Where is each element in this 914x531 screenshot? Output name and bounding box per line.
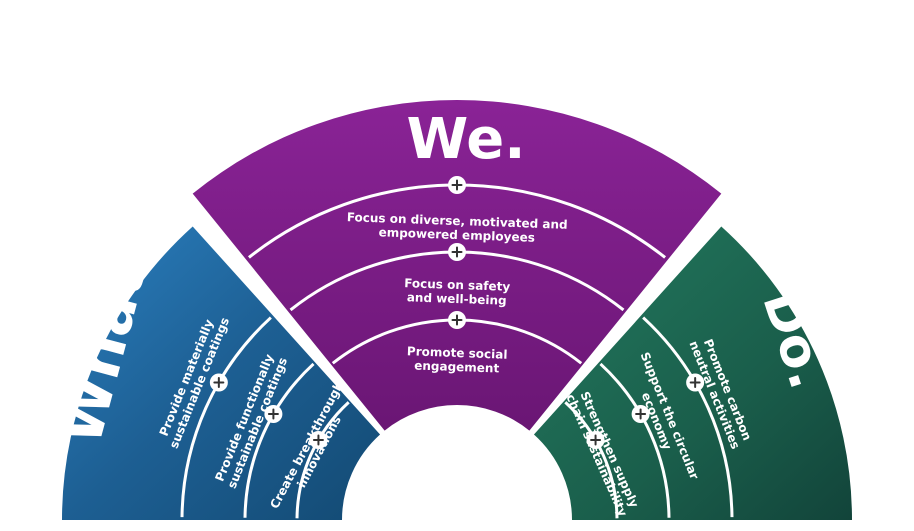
plus-circle-icon[interactable] — [264, 405, 283, 423]
we-item-1-line2: empowered employees — [378, 225, 535, 244]
plus-circle-icon[interactable] — [631, 405, 650, 423]
plus-circle-icon[interactable] — [448, 176, 466, 194]
we-item-3-line1: Promote social — [407, 344, 508, 362]
sector-layer — [62, 99, 852, 520]
plus-circle-icon[interactable] — [586, 431, 605, 449]
what-arc-1 — [180, 316, 272, 518]
do-arc-1 — [642, 316, 734, 518]
what-arc-3 — [295, 401, 350, 519]
we-item-3: Promote social engagement — [407, 344, 508, 376]
do-sector — [533, 226, 852, 520]
what-arc-2 — [243, 362, 315, 518]
what-sector — [62, 226, 381, 520]
plus-circle-icon[interactable] — [309, 431, 328, 449]
we-item-3-line2: engagement — [414, 359, 500, 376]
plus-circle-icon[interactable] — [448, 243, 466, 261]
we-item-1: Focus on diverse, motivated and empowere… — [347, 210, 568, 245]
we-item-2-line1: Focus on safety — [404, 276, 511, 294]
plus-circle-icon[interactable] — [209, 373, 228, 392]
plus-marker-layer — [209, 176, 705, 449]
we-title: We. — [406, 107, 525, 172]
do-arc-2 — [599, 362, 671, 518]
we-sector — [192, 99, 722, 431]
plus-circle-icon[interactable] — [448, 311, 466, 329]
we-item-2: Focus on safety and well-being — [404, 276, 511, 308]
do-arc-3 — [564, 401, 619, 519]
we-item-2-line2: and well-being — [407, 290, 507, 307]
plus-circle-icon[interactable] — [686, 373, 705, 392]
